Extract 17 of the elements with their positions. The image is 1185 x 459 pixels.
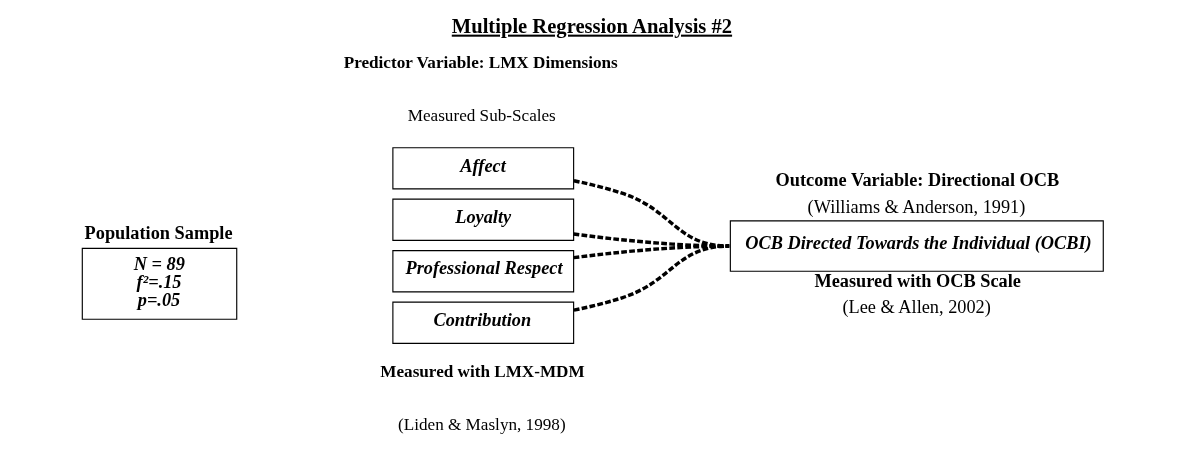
node-box: OCB Directed Towards the Individual (OCBI) [729, 220, 1104, 272]
node-box: N = 89 f²=.15 p=.05 [81, 247, 238, 320]
node-box: Loyalty [392, 198, 575, 241]
label: Measured Sub-Scales [407, 105, 556, 125]
label: Predictor Variable: LMX Dimensions [343, 53, 618, 73]
label: (Liden & Maslyn, 1998) [398, 414, 566, 434]
connector [573, 244, 730, 312]
node-box: Professional Respect [392, 250, 575, 293]
diagram-title: Multiple Regression Analysis #2 [451, 14, 733, 37]
node-box: Contribution [392, 301, 575, 344]
node-label: Outcome Variable: Directional OCB [775, 170, 1060, 191]
node-label: (Lee & Allen, 2002) [842, 297, 991, 318]
node-label: Measured with OCB Scale [814, 271, 1021, 292]
node-label: Population Sample [84, 222, 233, 243]
node-box: Affect [392, 147, 575, 190]
label: Measured with LMX-MDM [380, 362, 585, 382]
node-label: (Williams & Anderson, 1991) [807, 196, 1026, 217]
